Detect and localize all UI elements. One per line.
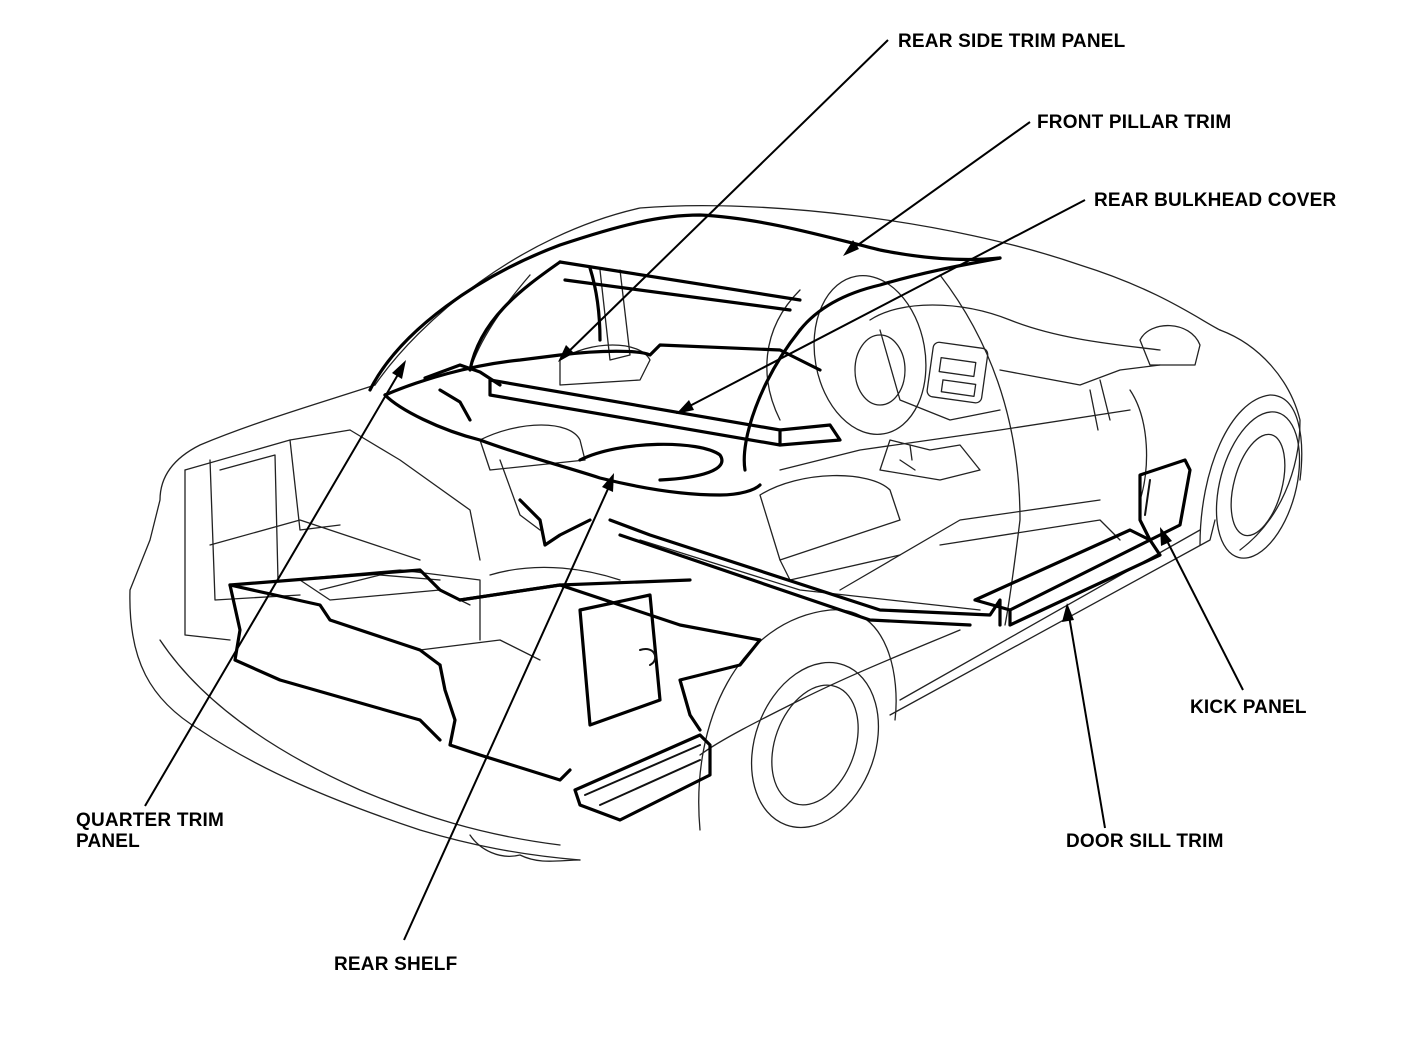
trim-panels xyxy=(228,213,1192,822)
label-kick-panel: KICK PANEL xyxy=(1190,697,1307,718)
car-body-outline xyxy=(129,205,1303,862)
label-door-sill-trim: DOOR SILL TRIM xyxy=(1066,831,1224,852)
label-front-pillar-trim: FRONT PILLAR TRIM xyxy=(1037,112,1232,133)
label-quarter-trim-panel-line1: QUARTER TRIM xyxy=(76,810,225,831)
label-rear-shelf: REAR SHELF xyxy=(334,954,458,975)
leader-lines xyxy=(144,39,1244,941)
label-quarter-trim-panel-line2: PANEL xyxy=(76,831,140,852)
label-quarter-trim-panel: QUARTER TRIM PANEL xyxy=(76,810,224,852)
label-rear-side-trim-panel: REAR SIDE TRIM PANEL xyxy=(898,31,1126,52)
label-rear-bulkhead-cover: REAR BULKHEAD COVER xyxy=(1094,190,1337,211)
